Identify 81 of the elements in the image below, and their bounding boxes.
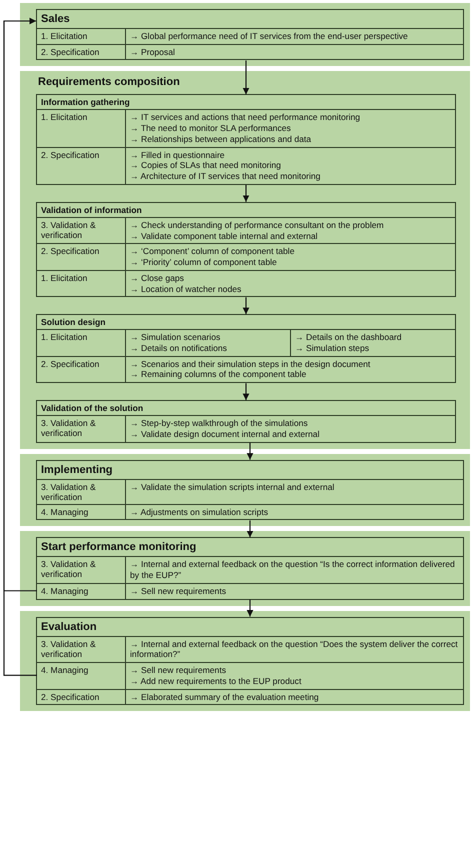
list-item: → Add new requirements to the EUP product: [130, 676, 302, 687]
stage-table: [36, 314, 456, 384]
step-label: 2. Specification: [37, 690, 126, 704]
step-label: 1. Elicitation: [37, 270, 126, 296]
list-item: → Filled in questionnaire: [130, 150, 226, 160]
stage-table: [36, 202, 456, 298]
stage-heading: Validation of information: [37, 202, 455, 218]
step-label: 2. Specification: [37, 244, 126, 270]
phase-table: [36, 9, 464, 60]
step-label: 3. Validation & verification: [37, 636, 126, 662]
list-item: → Validate design document internal and external: [130, 428, 320, 440]
list-item: → The need to monitor SLA performances: [130, 123, 292, 134]
list-item: → Scenarios and their simulation steps in the design document: [130, 358, 372, 370]
step-label: 4. Managing: [37, 584, 126, 599]
list-item: → Internal and external feedback on the question “Is the correct information delivered by the EUP?”: [130, 559, 456, 581]
phase-heading: Requirements composition: [37, 75, 181, 90]
table-row: [37, 662, 463, 689]
step-label: 4. Managing: [37, 504, 126, 520]
phase-panel: [20, 71, 470, 449]
arrow: [242, 60, 250, 94]
arrow: [242, 184, 250, 202]
list-item: → Validate the simulation scripts internal and external: [130, 482, 336, 492]
list-item: → Location of watcher nodes: [130, 284, 242, 294]
stage-heading: Solution design: [37, 315, 455, 330]
table-row: [37, 243, 455, 270]
phase-table: [36, 616, 464, 706]
arrow: [242, 297, 250, 314]
list-item: → Details on the dashboard: [295, 332, 403, 344]
phase-heading: Evaluation: [37, 618, 463, 637]
list-item: → ‘Priority’ column of component table: [130, 257, 278, 268]
phase-table: [36, 537, 464, 600]
arrow: [246, 520, 254, 538]
list-item: → Adjustments on simulation scripts: [130, 506, 270, 518]
phase-heading: Implementing: [37, 460, 463, 480]
arrow: [246, 600, 254, 617]
stage-table: [36, 94, 456, 185]
stage-heading: Validation of the solution: [37, 401, 455, 416]
phase-table: [36, 460, 464, 520]
list-item: → Sell new requirements: [130, 586, 228, 597]
table-row: [37, 688, 463, 704]
step-label: 3. Validation & verification: [37, 416, 126, 442]
list-item: → Global performance need of IT services from the end-user perspective: [130, 31, 409, 42]
list-item: → Details on notifications: [130, 343, 228, 354]
step-label: 1. Elicitation: [37, 330, 126, 356]
table-row: [37, 356, 455, 382]
table-row: [37, 582, 463, 599]
stage-heading: Information gathering: [37, 95, 455, 110]
list-item: → Close gaps: [130, 272, 185, 284]
list-item: → Architecture of IT services that need monitoring: [130, 171, 322, 182]
list-item: → Proposal: [130, 46, 176, 58]
phase-heading: Start performance monitoring: [37, 538, 463, 558]
list-item: → Check understanding of performance consultant on the problem: [130, 220, 385, 231]
step-label: 3. Validation & verification: [37, 557, 126, 583]
step-label: 2. Specification: [37, 356, 126, 382]
list-item: → Sell new requirements: [130, 665, 228, 676]
list-item: → Elaborated summary of the evaluation meeting: [130, 692, 320, 702]
table-row: [37, 270, 455, 296]
table-row: [37, 504, 463, 520]
list-item: → Simulation scenarios: [130, 332, 222, 344]
list-item: → Internal and external feedback on the question “Does the system deliver the correct information?”: [130, 638, 459, 660]
step-label: 4. Managing: [37, 663, 126, 689]
list-item: → ‘Component’ column of component table: [130, 246, 296, 258]
arrow: [242, 383, 250, 400]
list-item: → Step-by-step walkthrough of the simulations: [130, 418, 309, 429]
list-item: → Remaining columns of the component table: [130, 369, 308, 380]
step-label: 2. Specification: [37, 148, 126, 184]
phase-heading: Sales: [37, 10, 463, 29]
step-label: 2. Specification: [37, 44, 126, 60]
list-item: → Simulation steps: [295, 343, 370, 354]
table-row: [37, 44, 463, 60]
table-row: [37, 146, 455, 184]
list-item: → Copies of SLAs that need monitoring: [130, 160, 282, 172]
step-label: 3. Validation & verification: [37, 218, 126, 244]
step-label: 1. Elicitation: [37, 110, 126, 147]
list-item: → Validate component table internal and external: [130, 230, 319, 242]
stage-table: [36, 400, 456, 443]
step-label: 1. Elicitation: [37, 29, 126, 44]
arrow: [246, 442, 254, 460]
step-label: 3. Validation & verification: [37, 480, 126, 504]
list-item: → Relationships between applications and data: [130, 134, 312, 145]
list-item: → IT services and actions that need performance monitoring: [130, 112, 362, 124]
